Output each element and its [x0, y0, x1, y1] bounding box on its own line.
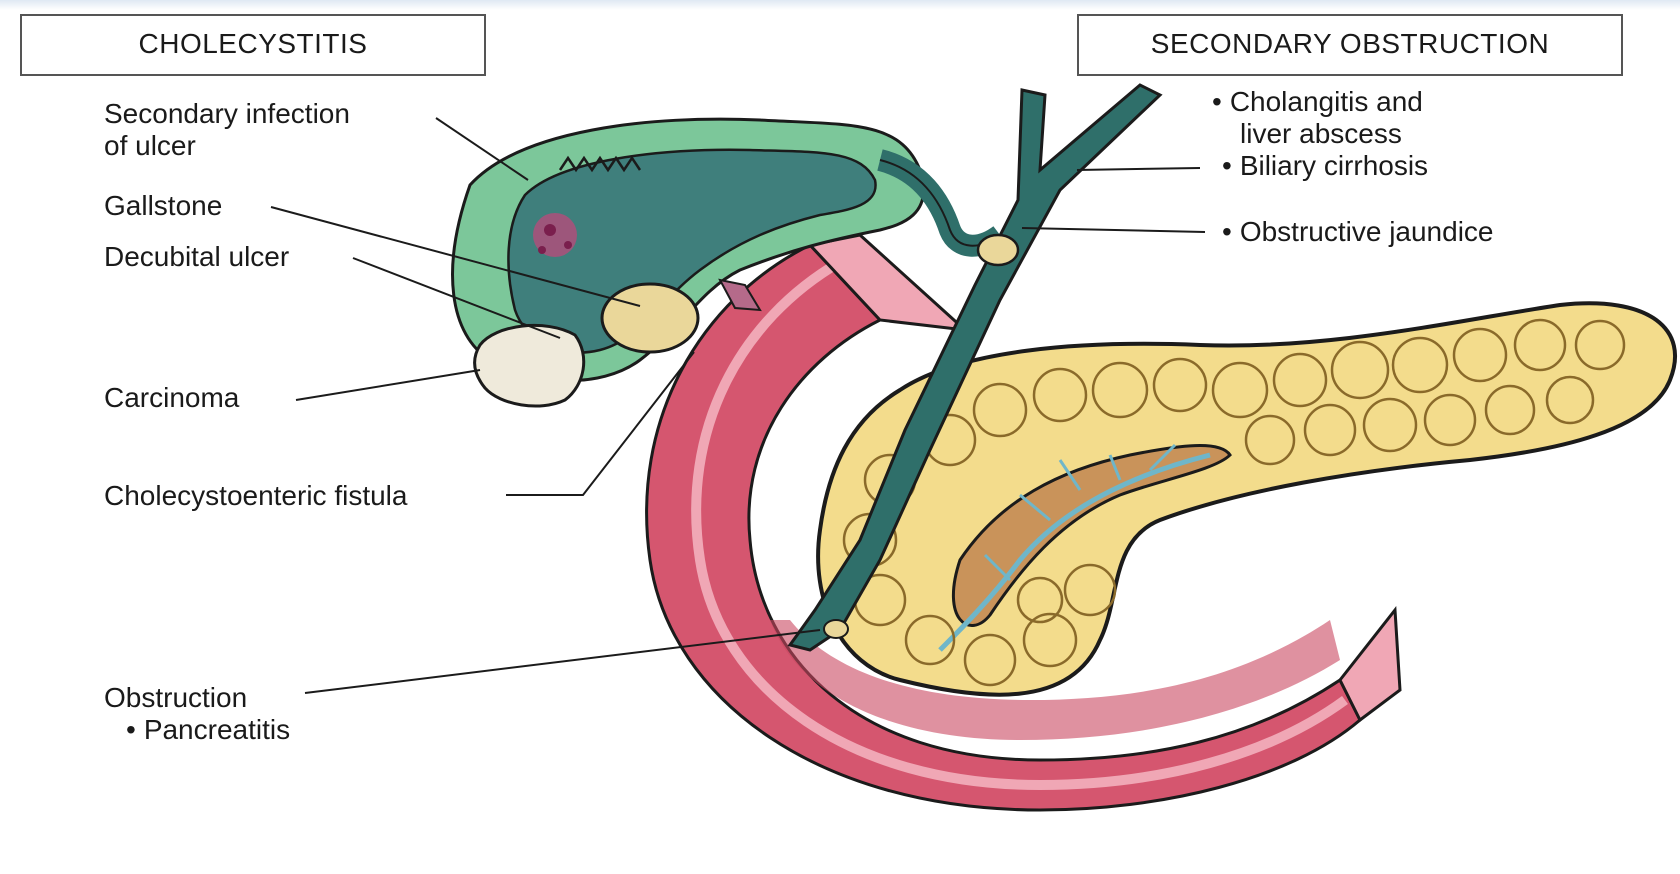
label-gallstone: Gallstone [104, 190, 222, 222]
carcinoma-mass [475, 325, 584, 406]
ampulla-stone [824, 620, 848, 638]
label-obstructive-jaundice: Obstructive jaundice [1222, 216, 1494, 248]
label-secondary-infection-line1: Secondary infection [104, 98, 350, 130]
label-decubital-ulcer: Decubital ulcer [104, 241, 289, 273]
duct-stone [978, 235, 1018, 265]
label-pancreatitis: Pancreatitis [126, 714, 290, 746]
label-cholangitis-line1: Cholangitis and [1212, 86, 1423, 118]
gallstone [602, 284, 698, 352]
header-cholecystitis-text: CHOLECYSTITIS [139, 28, 368, 59]
label-biliary-cirrhosis: Biliary cirrhosis [1222, 150, 1428, 182]
header-secondary-obstruction-text: SECONDARY OBSTRUCTION [1151, 28, 1549, 59]
label-secondary-infection-line2: of ulcer [104, 130, 196, 162]
label-cholecystoenteric-fistula: Cholecystoenteric fistula [104, 480, 407, 512]
header-secondary-obstruction: SECONDARY OBSTRUCTION [1077, 14, 1623, 76]
label-obstruction: Obstruction [104, 682, 247, 714]
header-cholecystitis: CHOLECYSTITIS [20, 14, 486, 76]
label-cholangitis-line2: liver abscess [1240, 118, 1402, 150]
label-carcinoma: Carcinoma [104, 382, 239, 414]
